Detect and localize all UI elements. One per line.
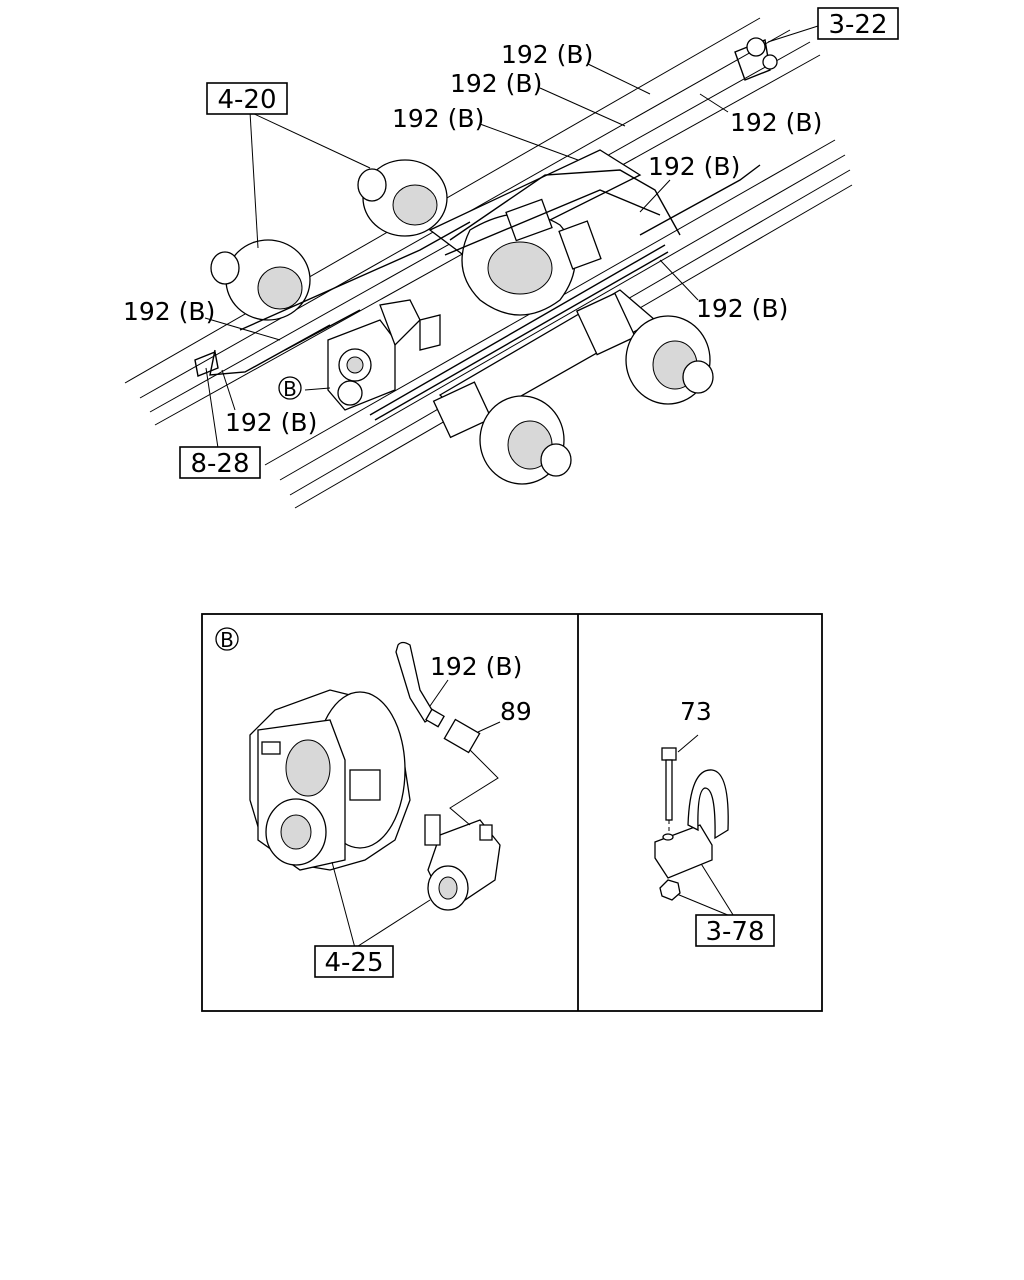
callout-marker-b-text: B	[283, 377, 297, 401]
hose-label-4: 192 (B)	[730, 108, 822, 137]
bracket-detail	[654, 747, 729, 901]
detail-marker-b: B	[215, 627, 239, 652]
ref-box-3-78[interactable]: 3-78	[695, 914, 775, 947]
hose-label-2: 192 (B)	[450, 69, 542, 98]
leader-lines	[204, 25, 819, 449]
hose-label-6: 192 (B)	[696, 294, 788, 323]
detail-leaders	[331, 679, 736, 949]
wheel-hub-3	[625, 315, 714, 405]
detail-marker-b-text: B	[220, 628, 234, 652]
detail-panel	[201, 613, 823, 1012]
bolt-label: 73	[680, 697, 712, 726]
ref-box-4-20[interactable]: 4-20	[206, 82, 288, 115]
ref-box-4-25[interactable]: 4-25	[314, 945, 394, 978]
rear-axle-housing	[432, 289, 657, 439]
actuator-detail	[424, 814, 501, 911]
ref-4-25-text: 4-25	[324, 948, 383, 978]
hose-label-7: 192 (B)	[123, 297, 215, 326]
wheel-hub-1	[357, 159, 448, 237]
callout-marker-b[interactable]: B	[278, 376, 302, 401]
wheel-hub-2	[210, 239, 311, 321]
hose-label-8: 192 (B)	[225, 408, 317, 437]
ref-3-22-text: 3-22	[828, 10, 887, 40]
ref-box-3-22[interactable]: 3-22	[817, 7, 899, 40]
hose-and-connector-detail	[395, 641, 499, 826]
hose-label-5: 192 (B)	[648, 152, 740, 181]
ref-4-20-text: 4-20	[217, 85, 276, 115]
hose-label-3: 192 (B)	[392, 104, 484, 133]
ref-3-78-text: 3-78	[705, 917, 764, 947]
ref-8-28-text: 8-28	[190, 449, 249, 479]
detail-hose-label: 192 (B)	[430, 652, 522, 681]
hose-label-1: 192 (B)	[501, 40, 593, 69]
brake-hose-routing	[194, 37, 778, 377]
connector-label: 89	[500, 697, 532, 726]
wheel-hub-4	[479, 395, 572, 485]
ref-box-8-28[interactable]: 8-28	[179, 446, 261, 479]
differential-housing-detail	[249, 689, 411, 871]
differential-housing-top	[327, 299, 441, 411]
